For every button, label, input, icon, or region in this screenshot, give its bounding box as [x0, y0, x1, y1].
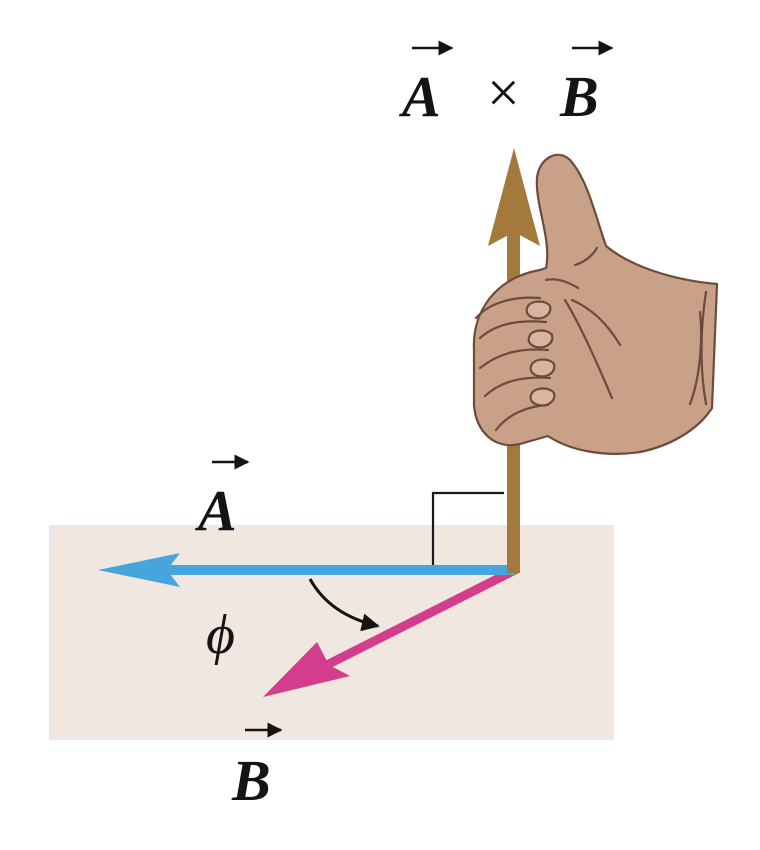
right-hand-thumb-up-icon: [472, 153, 719, 455]
vector-a-label: A: [195, 454, 250, 543]
vector-a-arrow: [98, 553, 515, 587]
vector-a-label-text: A: [195, 478, 237, 543]
vector-b-arrow: [263, 565, 520, 697]
cross-product-operator: ×: [487, 60, 520, 125]
angle-label: ϕ: [206, 604, 235, 666]
vector-b-label-text: B: [231, 748, 271, 813]
cross-product-label: A × B: [399, 40, 614, 129]
plane: [49, 525, 614, 740]
vector-b-label: B: [231, 722, 283, 813]
angle-arc: [308, 578, 380, 632]
cross-product-left-label: A: [399, 64, 441, 129]
right-angle-marker: [431, 491, 504, 565]
cross-product-right-label: B: [559, 64, 599, 129]
